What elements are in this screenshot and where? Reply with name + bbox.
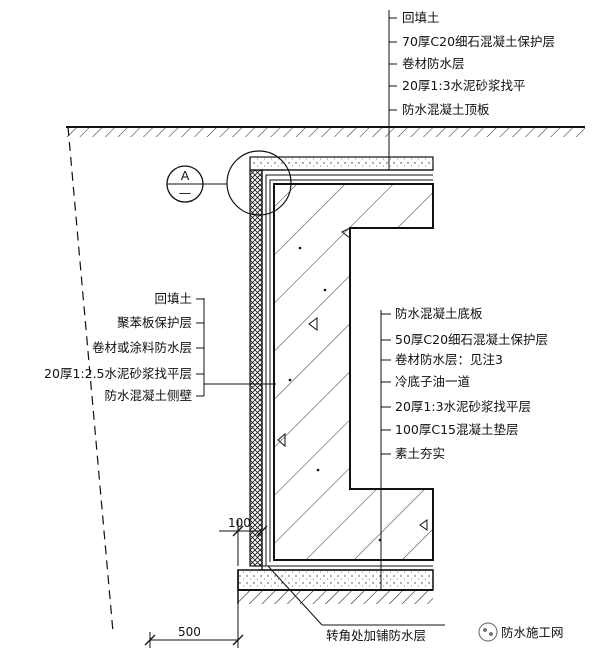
ground-surface (66, 126, 585, 137)
corner-note-leader (267, 565, 445, 626)
right-label-6: 100厚C15混凝土垫层 (395, 422, 519, 437)
left-label-5: 防水混凝土侧壁 (104, 388, 192, 403)
dimension-500-label: 500 (178, 625, 201, 639)
dimension-100-label: 100 (228, 516, 251, 530)
excavation-outline (67, 126, 114, 633)
corner-note: 转角处加铺防水层 (326, 628, 426, 643)
right-label-5: 20厚1:3水泥砂浆找平层 (395, 399, 531, 414)
left-label-3: 卷材或涂料防水层 (92, 340, 192, 355)
detail-callout: A — (166, 150, 292, 216)
top-leader (388, 10, 397, 170)
right-leader (380, 310, 391, 590)
dimension-wall-offset (219, 520, 268, 566)
roof-protection-layer (249, 156, 434, 171)
top-label-3: 卷材防水层 (402, 56, 465, 71)
top-label-1: 回填土 (402, 10, 440, 25)
dimension-footing-width (144, 604, 244, 648)
detail-letter: A (181, 168, 190, 183)
right-label-3: 卷材防水层：见注3 (395, 352, 503, 367)
right-label-1: 防水混凝土底板 (395, 306, 483, 321)
floor-base-layers (237, 565, 434, 604)
left-label-1: 回填土 (154, 291, 192, 306)
watermark-text: 防水施工网 (501, 625, 564, 640)
right-label-7: 素土夯实 (395, 446, 445, 461)
concrete-structure (273, 183, 434, 561)
watermark-logo-icon (478, 622, 498, 642)
left-label-2: 聚苯板保护层 (117, 315, 192, 330)
top-label-2: 70厚C20细石混凝土保护层 (402, 34, 555, 49)
left-leader (196, 298, 276, 397)
detail-sheet: — (179, 185, 192, 200)
top-label-5: 防水混凝土顶板 (402, 102, 490, 117)
right-label-2: 50厚C20细石混凝土保护层 (395, 332, 548, 347)
polystyrene-protection-layer (249, 169, 263, 567)
watermark: 防水施工网 (478, 622, 564, 642)
right-label-4: 冷底子油一道 (395, 374, 471, 389)
left-label-4: 20厚1:2.5水泥砂浆找平层 (44, 366, 192, 381)
top-label-4: 20厚1:3水泥砂浆找平 (402, 78, 526, 93)
